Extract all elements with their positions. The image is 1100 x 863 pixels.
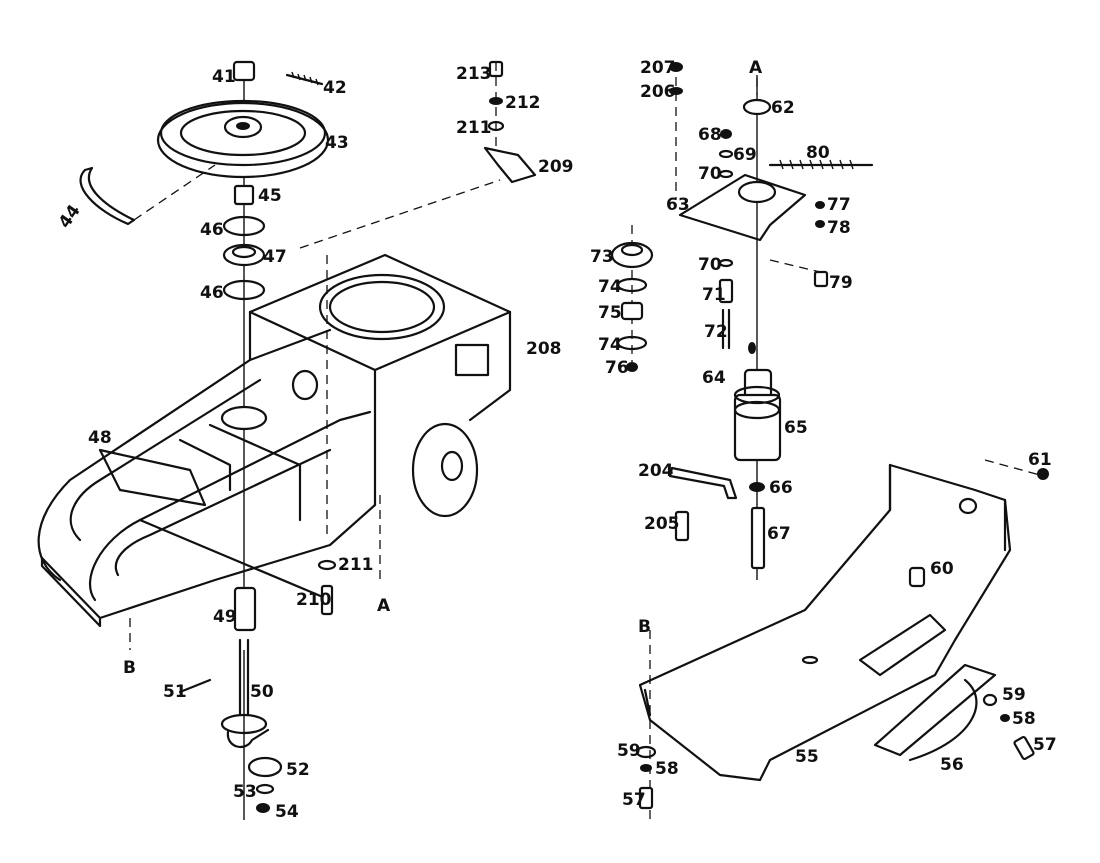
callout-55: 55: [795, 747, 819, 767]
callout-46a: 46: [200, 220, 224, 240]
callout-79: 79: [829, 273, 853, 293]
callout-208: 208: [526, 339, 562, 359]
callout-48: 48: [88, 428, 112, 448]
callout-64: 64: [702, 368, 726, 388]
callout-205: 205: [644, 514, 680, 534]
callout-45: 45: [258, 186, 282, 206]
callout-65: 65: [784, 418, 808, 438]
callout-75: 75: [598, 303, 622, 323]
callout-76: 76: [605, 358, 629, 378]
spindle-group: [178, 586, 283, 820]
axis-marker-b-left: B: [123, 658, 136, 678]
callout-57b: 57: [622, 790, 646, 810]
callout-56: 56: [940, 755, 964, 775]
callout-49: 49: [213, 607, 237, 627]
axis-marker-b-right: B: [638, 617, 651, 637]
callout-52: 52: [286, 760, 310, 780]
callout-41: 41: [212, 67, 236, 87]
callout-212: 212: [505, 93, 541, 113]
callout-57a: 57: [1033, 735, 1057, 755]
callout-51: 51: [163, 682, 187, 702]
callout-67: 67: [767, 524, 791, 544]
callout-54: 54: [275, 802, 299, 822]
callout-204: 204: [638, 461, 674, 481]
mower-deck: [635, 459, 1049, 820]
callout-77: 77: [827, 195, 851, 215]
callout-53: 53: [233, 782, 257, 802]
callout-206: 206: [640, 82, 676, 102]
callout-73: 73: [590, 247, 614, 267]
callout-62: 62: [771, 98, 795, 118]
callout-66: 66: [769, 478, 793, 498]
callout-43: 43: [325, 133, 349, 153]
callout-213: 213: [456, 64, 492, 84]
callout-58b: 58: [655, 759, 679, 779]
callout-74a: 74: [598, 277, 622, 297]
callout-58a: 58: [1012, 709, 1036, 729]
bracket-hardware: [317, 60, 537, 616]
callout-209: 209: [538, 157, 574, 177]
callout-210: 210: [296, 590, 332, 610]
callout-46b: 46: [200, 283, 224, 303]
callout-63: 63: [666, 195, 690, 215]
callout-68: 68: [698, 125, 722, 145]
tensioner-group: [610, 62, 874, 580]
callout-42: 42: [323, 78, 347, 98]
callout-78: 78: [827, 218, 851, 238]
pulley-stack: [79, 60, 330, 590]
callout-74b: 74: [598, 335, 622, 355]
axis-marker-a-top: A: [749, 58, 763, 78]
callout-60: 60: [930, 559, 954, 579]
callout-61: 61: [1028, 450, 1052, 470]
callout-80: 80: [806, 143, 830, 163]
callout-71: 71: [702, 285, 726, 305]
callout-59a: 59: [1002, 685, 1026, 705]
callout-207: 207: [640, 58, 676, 78]
callout-59b: 59: [617, 741, 641, 761]
callout-72: 72: [704, 322, 728, 342]
callout-47: 47: [263, 247, 287, 267]
callout-70a: 70: [698, 164, 722, 184]
chassis-frame: [37, 253, 512, 628]
callout-44: 44: [55, 201, 85, 232]
callout-211a: 211: [338, 555, 374, 575]
callout-50: 50: [250, 682, 274, 702]
callout-70b: 70: [698, 255, 722, 275]
axis-marker-a-bottom: A: [377, 596, 391, 616]
callout-69: 69: [733, 145, 757, 165]
callout-211b: 211: [456, 118, 492, 138]
